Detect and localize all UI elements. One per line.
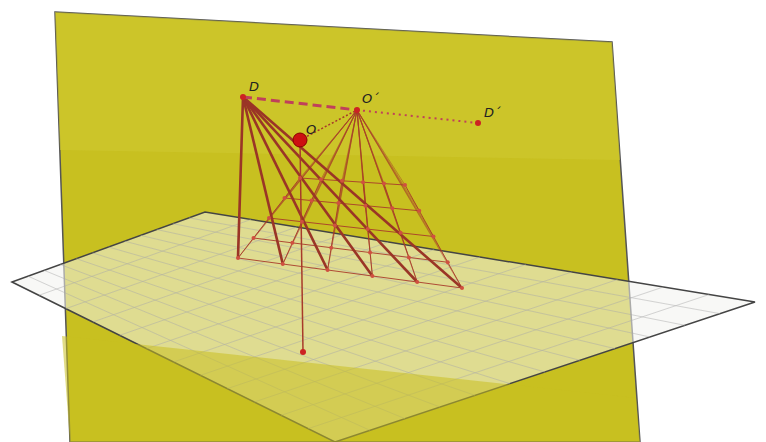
- point-label: O´: [362, 92, 379, 105]
- front-plane-part: [62, 336, 640, 442]
- plane-shade: [55, 12, 620, 160]
- vertical-plane: [55, 12, 640, 442]
- point-label: D: [249, 80, 259, 93]
- point-label: D´: [484, 106, 501, 119]
- point-label: O: [306, 123, 316, 136]
- construction-lines: [236, 94, 481, 355]
